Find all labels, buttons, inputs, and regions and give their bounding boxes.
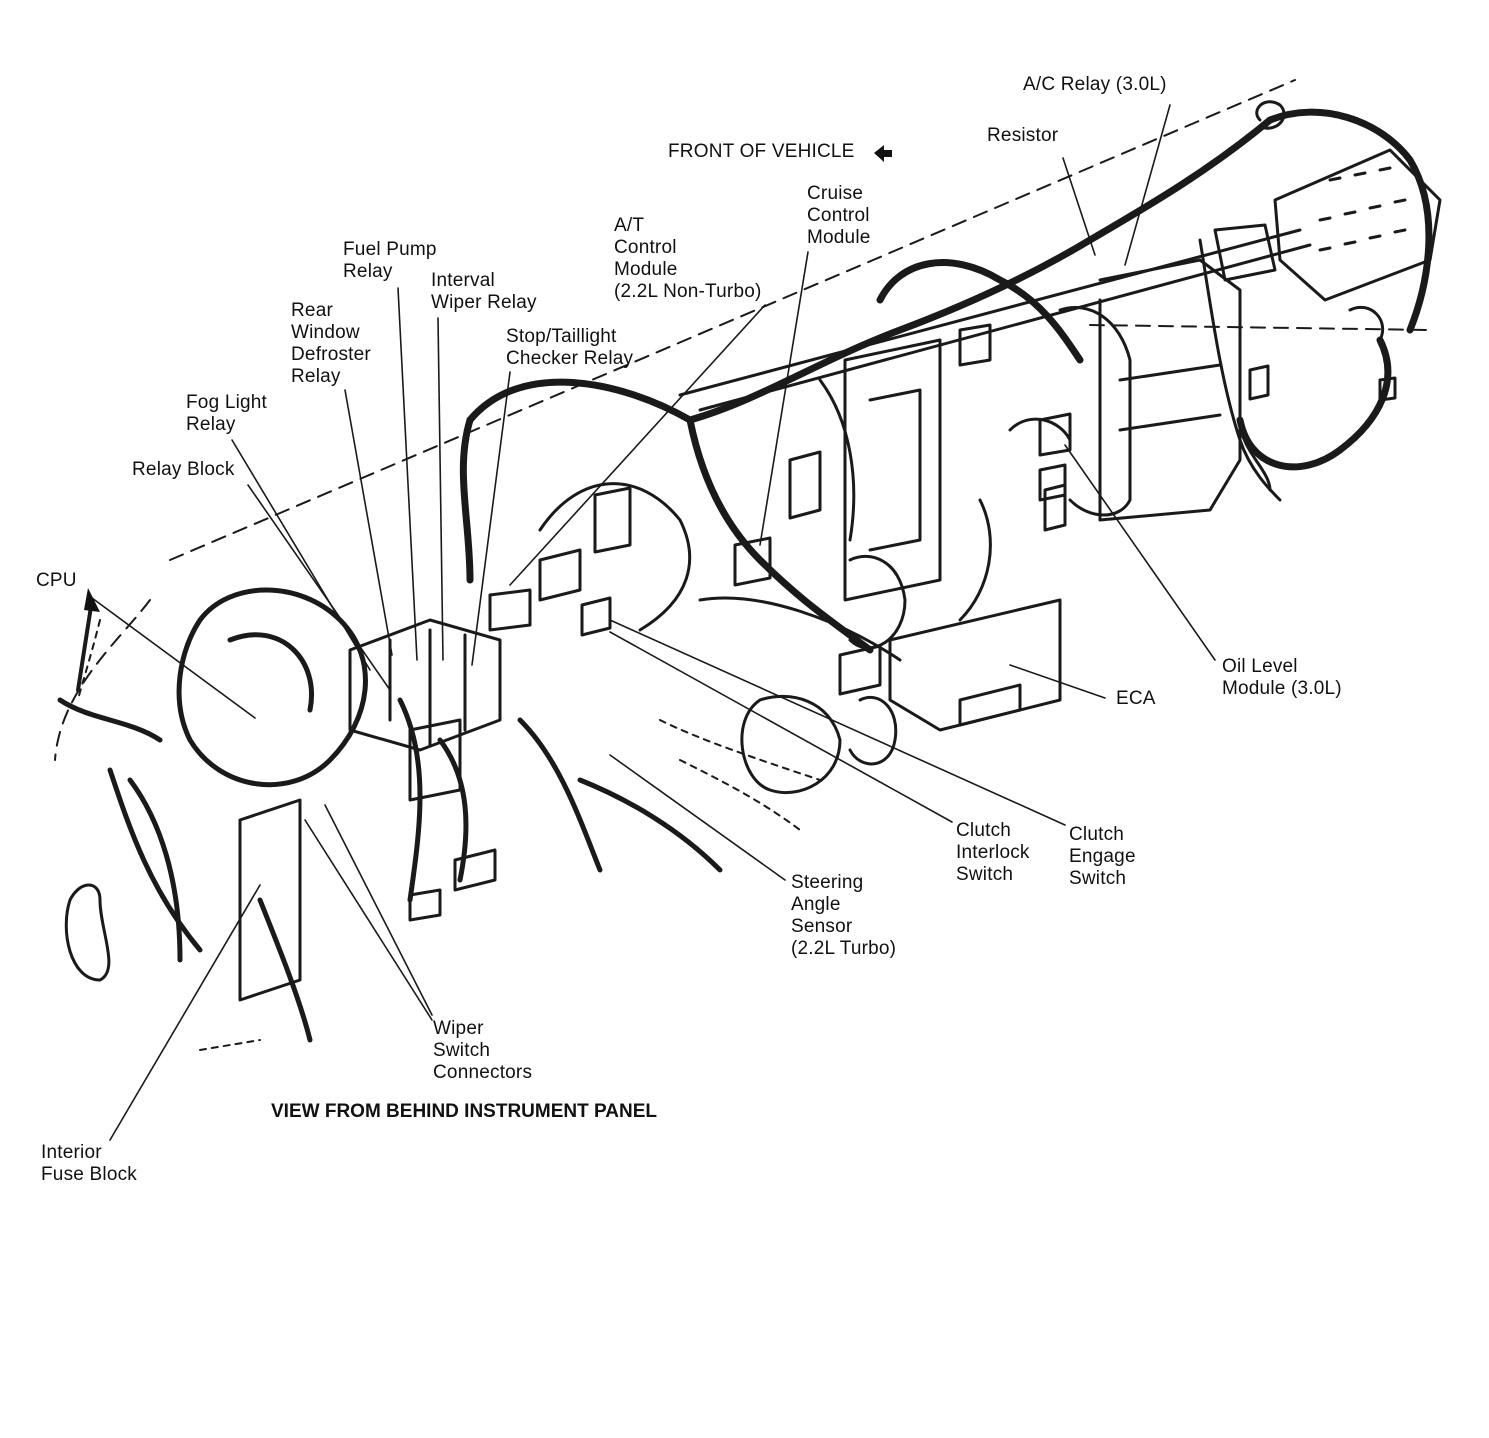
relay-block-outline — [348, 588, 532, 752]
label-fuel-pump-relay: Fuel Pump Relay — [343, 239, 437, 282]
leader-lines — [91, 104, 1216, 1141]
label-clutch-interlock-switch: Clutch Interlock Switch — [956, 820, 1030, 885]
label-wiper-switch-connectors: Wiper Switch Connectors — [433, 1018, 533, 1083]
label-at-control-module: A/T Control Module (2.2L Non-Turbo) — [614, 215, 762, 302]
label-fog-light-relay: Fog Light Relay — [186, 392, 268, 435]
harness-texture — [77, 619, 821, 1051]
label-clutch-engage-switch: Clutch Engage Switch — [1069, 824, 1136, 889]
label-rear-window-defroster-relay: Rear Window Defroster Relay — [291, 300, 371, 387]
left-harness — [57, 587, 723, 1043]
label-eca: ECA — [1116, 688, 1156, 709]
label-cpu: CPU — [36, 570, 77, 591]
diagram-caption: VIEW FROM BEHIND INSTRUMENT PANEL — [271, 1101, 657, 1122]
front-of-vehicle-label: FRONT OF VEHICLE — [668, 141, 855, 162]
front-arrow-icon — [874, 145, 892, 162]
label-interval-wiper-relay: Interval Wiper Relay — [431, 270, 537, 313]
dash-outline — [54, 79, 1431, 761]
secondary-harness — [538, 228, 1312, 662]
label-interior-fuse-block: Interior Fuse Block — [41, 1142, 137, 1185]
label-ac-relay: A/C Relay (3.0L) — [1023, 74, 1167, 95]
label-oil-level-module: Oil Level Module (3.0L) — [1222, 656, 1342, 699]
center-components — [538, 323, 1072, 795]
main-harness — [459, 108, 1433, 654]
fuse-block-outline — [64, 718, 497, 1002]
label-cruise-control-module: Cruise Control Module — [807, 183, 871, 248]
label-steering-angle-sensor: Steering Angle Sensor (2.2L Turbo) — [791, 872, 897, 959]
label-resistor: Resistor — [987, 125, 1059, 146]
label-stop-taillight-checker-relay: Stop/Taillight Checker Relay — [506, 326, 634, 369]
label-relay-block: Relay Block — [132, 459, 235, 480]
right-components — [1038, 100, 1442, 522]
cpu-arrow — [76, 588, 100, 692]
